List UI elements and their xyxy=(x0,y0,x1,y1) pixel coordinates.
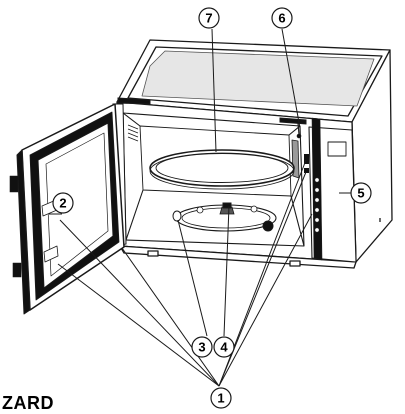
door-latches xyxy=(9,175,22,278)
callout-5: 5 xyxy=(350,182,372,204)
callout-2: 2 xyxy=(52,192,74,214)
turntable-shaft xyxy=(219,202,235,215)
cavity-vents-left xyxy=(127,124,139,142)
caption-text: ZARD xyxy=(2,393,54,413)
display-window xyxy=(327,141,347,157)
door-safety-interlock xyxy=(304,154,309,173)
control-panel xyxy=(308,117,357,263)
control-buttons xyxy=(314,177,320,233)
callout-6: 6 xyxy=(271,7,293,29)
svg-text:1: 1 xyxy=(217,391,224,406)
svg-text:2: 2 xyxy=(59,196,66,211)
leader-lines xyxy=(49,28,351,387)
callout-7: 7 xyxy=(198,7,220,29)
callout-4: 4 xyxy=(213,336,235,358)
svg-text:4: 4 xyxy=(220,340,228,355)
svg-text:6: 6 xyxy=(278,11,285,26)
callout-3: 3 xyxy=(191,336,213,358)
svg-text:3: 3 xyxy=(198,340,205,355)
oven-door xyxy=(9,103,125,315)
svg-text:7: 7 xyxy=(205,11,212,26)
roller-ring xyxy=(172,204,277,232)
callout-1: 1 xyxy=(210,387,232,409)
glass-tray xyxy=(149,149,295,190)
svg-text:5: 5 xyxy=(357,186,364,201)
